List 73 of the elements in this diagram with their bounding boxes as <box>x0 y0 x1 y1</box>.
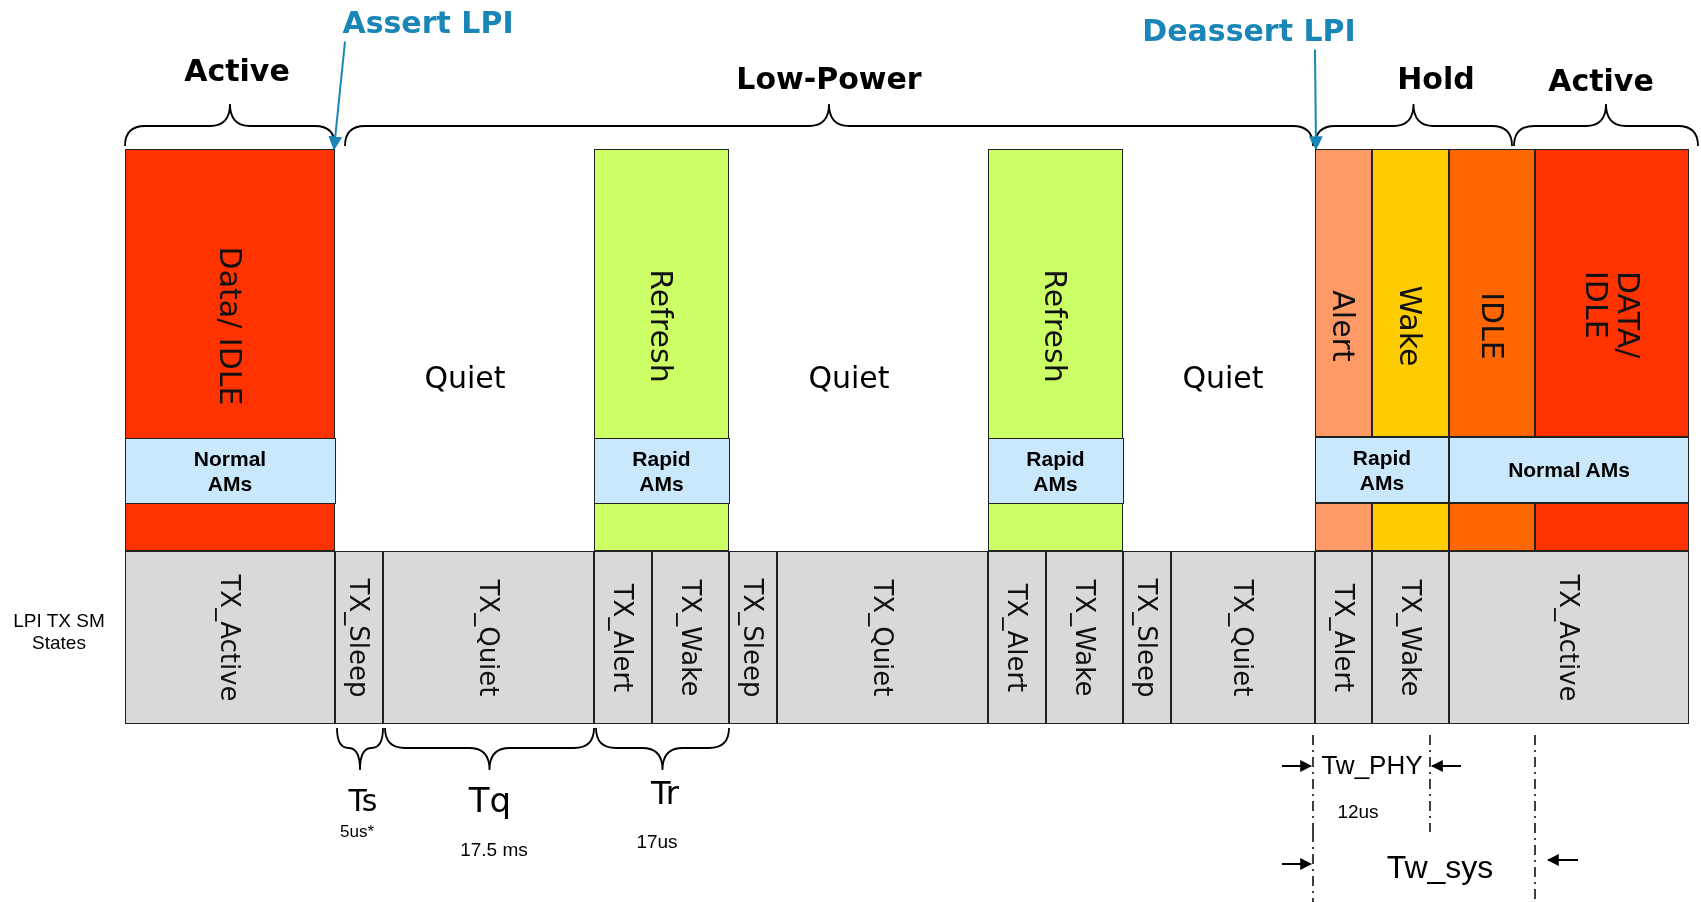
arrow <box>1308 48 1323 151</box>
state-text: TX_Quiet <box>473 578 504 697</box>
state-text: TX_Active <box>215 573 245 702</box>
state-text: TX_Active <box>1554 573 1584 702</box>
state-block <box>1535 149 1689 437</box>
state-text: TX_Alert <box>1002 583 1032 692</box>
state-cell <box>1449 551 1689 724</box>
timing-label: Tw_PHY <box>1321 749 1423 781</box>
band-text: Rapid AMs <box>1351 444 1413 496</box>
advertisement-band <box>124 438 336 504</box>
state-cell <box>988 551 1046 724</box>
state-cell <box>594 551 652 724</box>
state-cell <box>1315 551 1372 724</box>
timing-value: 12us <box>1337 801 1379 823</box>
state-text: TX_Sleep <box>1132 578 1162 697</box>
state-text: Refresh <box>1039 269 1072 383</box>
state-cell <box>1046 551 1123 724</box>
timing-label: Ts <box>348 782 378 818</box>
state-text: TX_Wake <box>1069 579 1100 696</box>
state-text: Quiet <box>808 359 890 395</box>
state-text: TX_Wake <box>1395 579 1426 696</box>
state-text: TX_Sleep <box>344 578 374 697</box>
advertisement-band <box>987 438 1124 504</box>
event-label: Assert LPI <box>342 4 514 40</box>
state-text: DATA/ IDLE <box>1580 271 1644 361</box>
band-text: Rapid AMs <box>1025 445 1086 497</box>
state-text: Data/ IDLE <box>214 246 246 406</box>
state-text: Quiet <box>1182 359 1264 395</box>
timing-value: 5us* <box>340 822 374 842</box>
state-cell <box>1123 551 1171 724</box>
band-text: Normal AMs <box>192 445 268 497</box>
state-block <box>988 149 1123 551</box>
arrow <box>328 40 346 151</box>
timing-label: Tq <box>468 780 512 820</box>
state-text: TX_Sleep <box>738 578 768 697</box>
state-text: Refresh <box>645 269 678 383</box>
state-cell <box>652 551 729 724</box>
state-cell <box>777 551 988 724</box>
phase-label: Hold <box>1397 60 1475 96</box>
state-cell <box>729 551 777 724</box>
timing-value: 17.5 ms <box>460 839 528 861</box>
state-block <box>1449 149 1535 437</box>
state-block <box>125 149 335 551</box>
state-cell <box>383 551 594 724</box>
state-text: Alert <box>1327 290 1360 362</box>
band-text: Rapid AMs <box>631 445 692 497</box>
phase-label: Active <box>184 52 290 88</box>
state-text: TX_Alert <box>1328 583 1359 692</box>
state-text: Quiet <box>424 359 506 395</box>
event-label: Deassert LPI <box>1142 12 1356 48</box>
state-text: IDLE <box>1476 292 1508 360</box>
state-text: TX_Alert <box>608 583 638 692</box>
state-text: Wake <box>1394 285 1427 367</box>
timing-label: Tw_sys <box>1386 848 1494 886</box>
advertisement-band <box>1315 437 1449 503</box>
advertisement-band <box>593 438 730 504</box>
state-text: TX_Wake <box>675 579 706 696</box>
phase-label: Low-Power <box>736 60 922 96</box>
state-block <box>1315 149 1372 437</box>
phase-label: Active <box>1548 62 1654 98</box>
state-text: TX_Quiet <box>867 578 898 697</box>
advertisement-band <box>1449 437 1689 503</box>
timing-value: 17us <box>636 831 678 853</box>
state-cell <box>1372 551 1449 724</box>
timing-label: Tr <box>651 774 679 812</box>
state-block <box>594 149 729 551</box>
state-cell <box>125 551 335 724</box>
state-block <box>1372 149 1449 437</box>
state-cell <box>335 551 383 724</box>
state-text: TX_Quiet <box>1228 578 1258 697</box>
row-label: LPI TX SM States <box>12 610 106 654</box>
state-cell <box>1171 551 1315 724</box>
band-text: Normal AMs <box>1508 457 1630 483</box>
